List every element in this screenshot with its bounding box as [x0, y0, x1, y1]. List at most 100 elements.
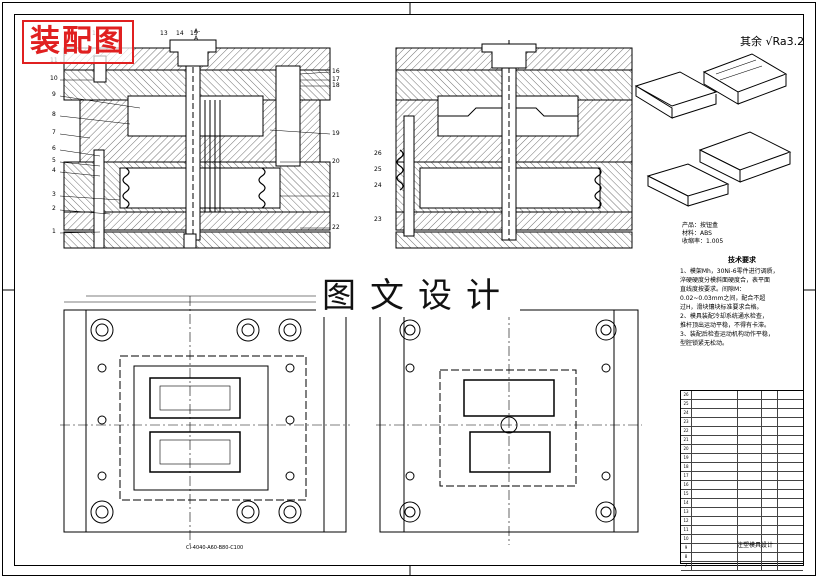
table-cell: 8 [681, 553, 692, 561]
table-cell [761, 517, 776, 525]
section-label-aa: A-A [194, 28, 201, 42]
table-cell [761, 508, 776, 516]
table-cell [761, 427, 776, 435]
callout-17: 17 [332, 76, 340, 83]
table-cell [761, 499, 776, 507]
note-line: 过H，滑块镶块标准要求合格。 [680, 304, 763, 311]
table-row: 20 [681, 445, 803, 454]
table-cell [737, 472, 760, 480]
table-cell [761, 562, 776, 570]
table-cell [777, 499, 802, 507]
table-row: 16 [681, 481, 803, 490]
table-cell [737, 535, 760, 543]
callout-7: 7 [52, 129, 56, 136]
table-cell [761, 391, 776, 399]
table-cell [737, 418, 760, 426]
callout-13: 13 [160, 30, 168, 37]
stamp-title: 装配图 [22, 20, 134, 64]
table-cell: 25 [681, 400, 692, 408]
table-cell: 18 [681, 463, 692, 471]
table-row: 8 [681, 553, 803, 562]
product-isometric [634, 53, 792, 207]
table-cell [761, 472, 776, 480]
table-cell [761, 409, 776, 417]
note-line: 3、装配后检查运动机构动作平稳， [680, 331, 774, 338]
table-cell: 20 [681, 445, 692, 453]
table-cell: 9 [681, 544, 692, 552]
table-cell [761, 418, 776, 426]
table-cell [737, 544, 760, 552]
table-cell [777, 553, 802, 561]
table-cell [761, 481, 776, 489]
part-info-material: 材料：ABS [682, 230, 712, 237]
table-row: 25 [681, 400, 803, 409]
table-row: 19 [681, 454, 803, 463]
table-row: 9 [681, 544, 803, 553]
table-cell: 26 [681, 391, 692, 399]
table-cell: 10 [681, 535, 692, 543]
callout-26: 26 [374, 150, 382, 157]
table-cell [777, 535, 802, 543]
part-info-product: 产品：按钮盒 [682, 222, 719, 229]
table-cell [737, 436, 760, 444]
surface-roughness-symbol: 其余 √Ra3.2 [740, 35, 805, 48]
table-cell [737, 562, 760, 570]
technical-requirements: 技术要求 1、模架Mh，30Ni-6零件进行调质， 淬硬硬度分模斜面硬度合，表平… [680, 256, 804, 348]
table-cell [737, 445, 760, 453]
table-row: 24 [681, 409, 803, 418]
inner-border [14, 14, 804, 566]
table-cell [777, 436, 802, 444]
table-row: 23 [681, 418, 803, 427]
table-cell: 15 [681, 490, 692, 498]
table-row: 12 [681, 517, 803, 526]
table-cell [761, 454, 776, 462]
table-cell: 19 [681, 454, 692, 462]
table-cell [777, 481, 802, 489]
table-cell [777, 517, 802, 525]
table-cell [777, 445, 802, 453]
table-cell [777, 391, 802, 399]
table-row: 13 [681, 508, 803, 517]
table-cell [761, 535, 776, 543]
callout-14: 14 [176, 30, 184, 37]
callout-1: 1 [52, 228, 56, 235]
callout-9: 9 [52, 91, 56, 98]
table-cell [737, 409, 760, 417]
callout-16: 16 [332, 68, 340, 75]
table-row: 21 [681, 436, 803, 445]
callout-2: 2 [52, 205, 56, 212]
table-cell [737, 427, 760, 435]
table-cell: 13 [681, 508, 692, 516]
table-cell [761, 553, 776, 561]
table-cell [761, 544, 776, 552]
callout-19: 19 [332, 130, 340, 137]
table-cell [737, 499, 760, 507]
table-cell [777, 544, 802, 552]
table-cell [761, 526, 776, 534]
table-cell [761, 463, 776, 471]
table-row: 7 [681, 562, 803, 571]
table-cell [737, 400, 760, 408]
callout-22: 22 [332, 224, 340, 231]
table-cell [761, 445, 776, 453]
note-line: 1、模架Mh，30Ni-6零件进行调质， [680, 268, 779, 275]
table-cell: 17 [681, 472, 692, 480]
part-info: 产品：按钮盒 材料：ABS 收缩率：1.005 [682, 222, 723, 246]
callout-3: 3 [52, 191, 56, 198]
table-row: 22 [681, 427, 803, 436]
plan-view-right [376, 309, 642, 545]
table-cell: 23 [681, 418, 692, 426]
table-cell [737, 454, 760, 462]
callout-18: 18 [332, 82, 340, 89]
note-line: 淬硬硬度分模斜面硬度合，表平面 [680, 277, 771, 284]
table-cell [761, 490, 776, 498]
table-cell [761, 400, 776, 408]
callout-25: 25 [374, 166, 382, 173]
part-info-shrinkage: 收缩率：1.005 [682, 238, 724, 245]
table-cell: 21 [681, 436, 692, 444]
callout-21: 21 [332, 192, 340, 199]
notes-heading: 技术要求 [728, 256, 756, 264]
